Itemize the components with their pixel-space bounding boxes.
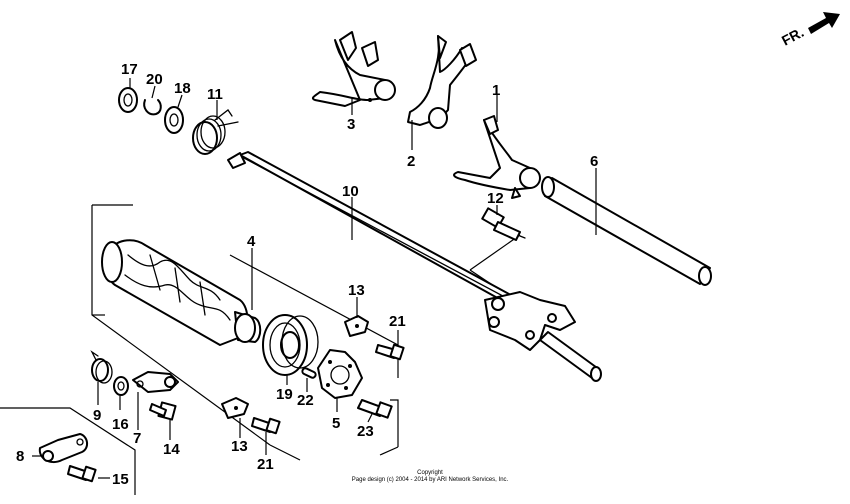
stopper-arm-7 [132,371,179,393]
callout-20: 20 [146,71,163,88]
front-label: FR. [779,24,806,49]
spring-11 [192,109,239,155]
fork-shaft-6 [541,176,712,286]
callout-13-lower: 13 [231,438,248,455]
callout-14: 14 [163,441,180,458]
callout-17: 17 [121,61,138,78]
callout-10: 10 [342,183,359,200]
callout-18: 18 [174,80,191,97]
bolt-21-lower [251,417,281,435]
leader-lines [32,78,597,479]
bolt-23 [357,399,393,419]
callout-labels: 1 2 3 4 5 6 7 8 9 10 11 12 13 13 14 15 1… [16,61,598,488]
copyright-line-2: Page design (c) 2004 - 2014 by ARI Netwo… [351,477,509,483]
shift-fork-shaft [227,151,521,307]
front-direction-arrow: FR. [779,12,840,49]
callout-13-upper: 13 [348,282,365,299]
copyright-notice: Copyright Page design (c) 2004 - 2014 by… [300,470,560,484]
callout-1: 1 [492,82,500,99]
bolt-15 [67,465,97,483]
shift-fork-1 [453,115,541,199]
drum-center-5 [317,349,363,399]
callout-19: 19 [276,386,293,403]
shift-fork-2 [407,35,477,129]
callout-12: 12 [487,190,504,207]
callout-6: 6 [590,153,598,170]
stopper-arm-assembly [484,291,602,382]
copyright-line-1: Copyright [417,470,443,476]
shift-drum [101,239,262,346]
shift-fork-3 [311,31,396,107]
callout-5: 5 [332,415,340,432]
arrow-icon [808,12,840,34]
washer-18 [164,106,184,134]
callout-21-lower: 21 [257,456,274,473]
arm-8 [38,433,88,464]
bolt-21-upper [375,343,405,361]
callout-23: 23 [357,423,374,440]
pin-22 [301,367,317,379]
callout-11: 11 [207,86,223,103]
washer-17 [118,87,138,113]
plate-13-lower [221,397,249,419]
bolt-14 [149,401,177,421]
callout-15: 15 [112,471,129,488]
bolt-12 [481,207,526,241]
callout-2: 2 [407,153,415,170]
callout-22: 22 [297,392,314,409]
callout-9: 9 [93,407,101,424]
washer-16 [113,376,129,396]
callout-7: 7 [133,430,141,447]
callout-3: 3 [347,116,355,133]
circlip-20 [143,99,162,116]
callout-4: 4 [247,233,256,250]
plate-13-upper [344,315,369,337]
bearing-19 [262,314,319,376]
callout-8: 8 [16,448,24,465]
callout-16: 16 [112,416,129,433]
callout-21-upper: 21 [389,313,406,330]
spring-9 [90,350,113,384]
